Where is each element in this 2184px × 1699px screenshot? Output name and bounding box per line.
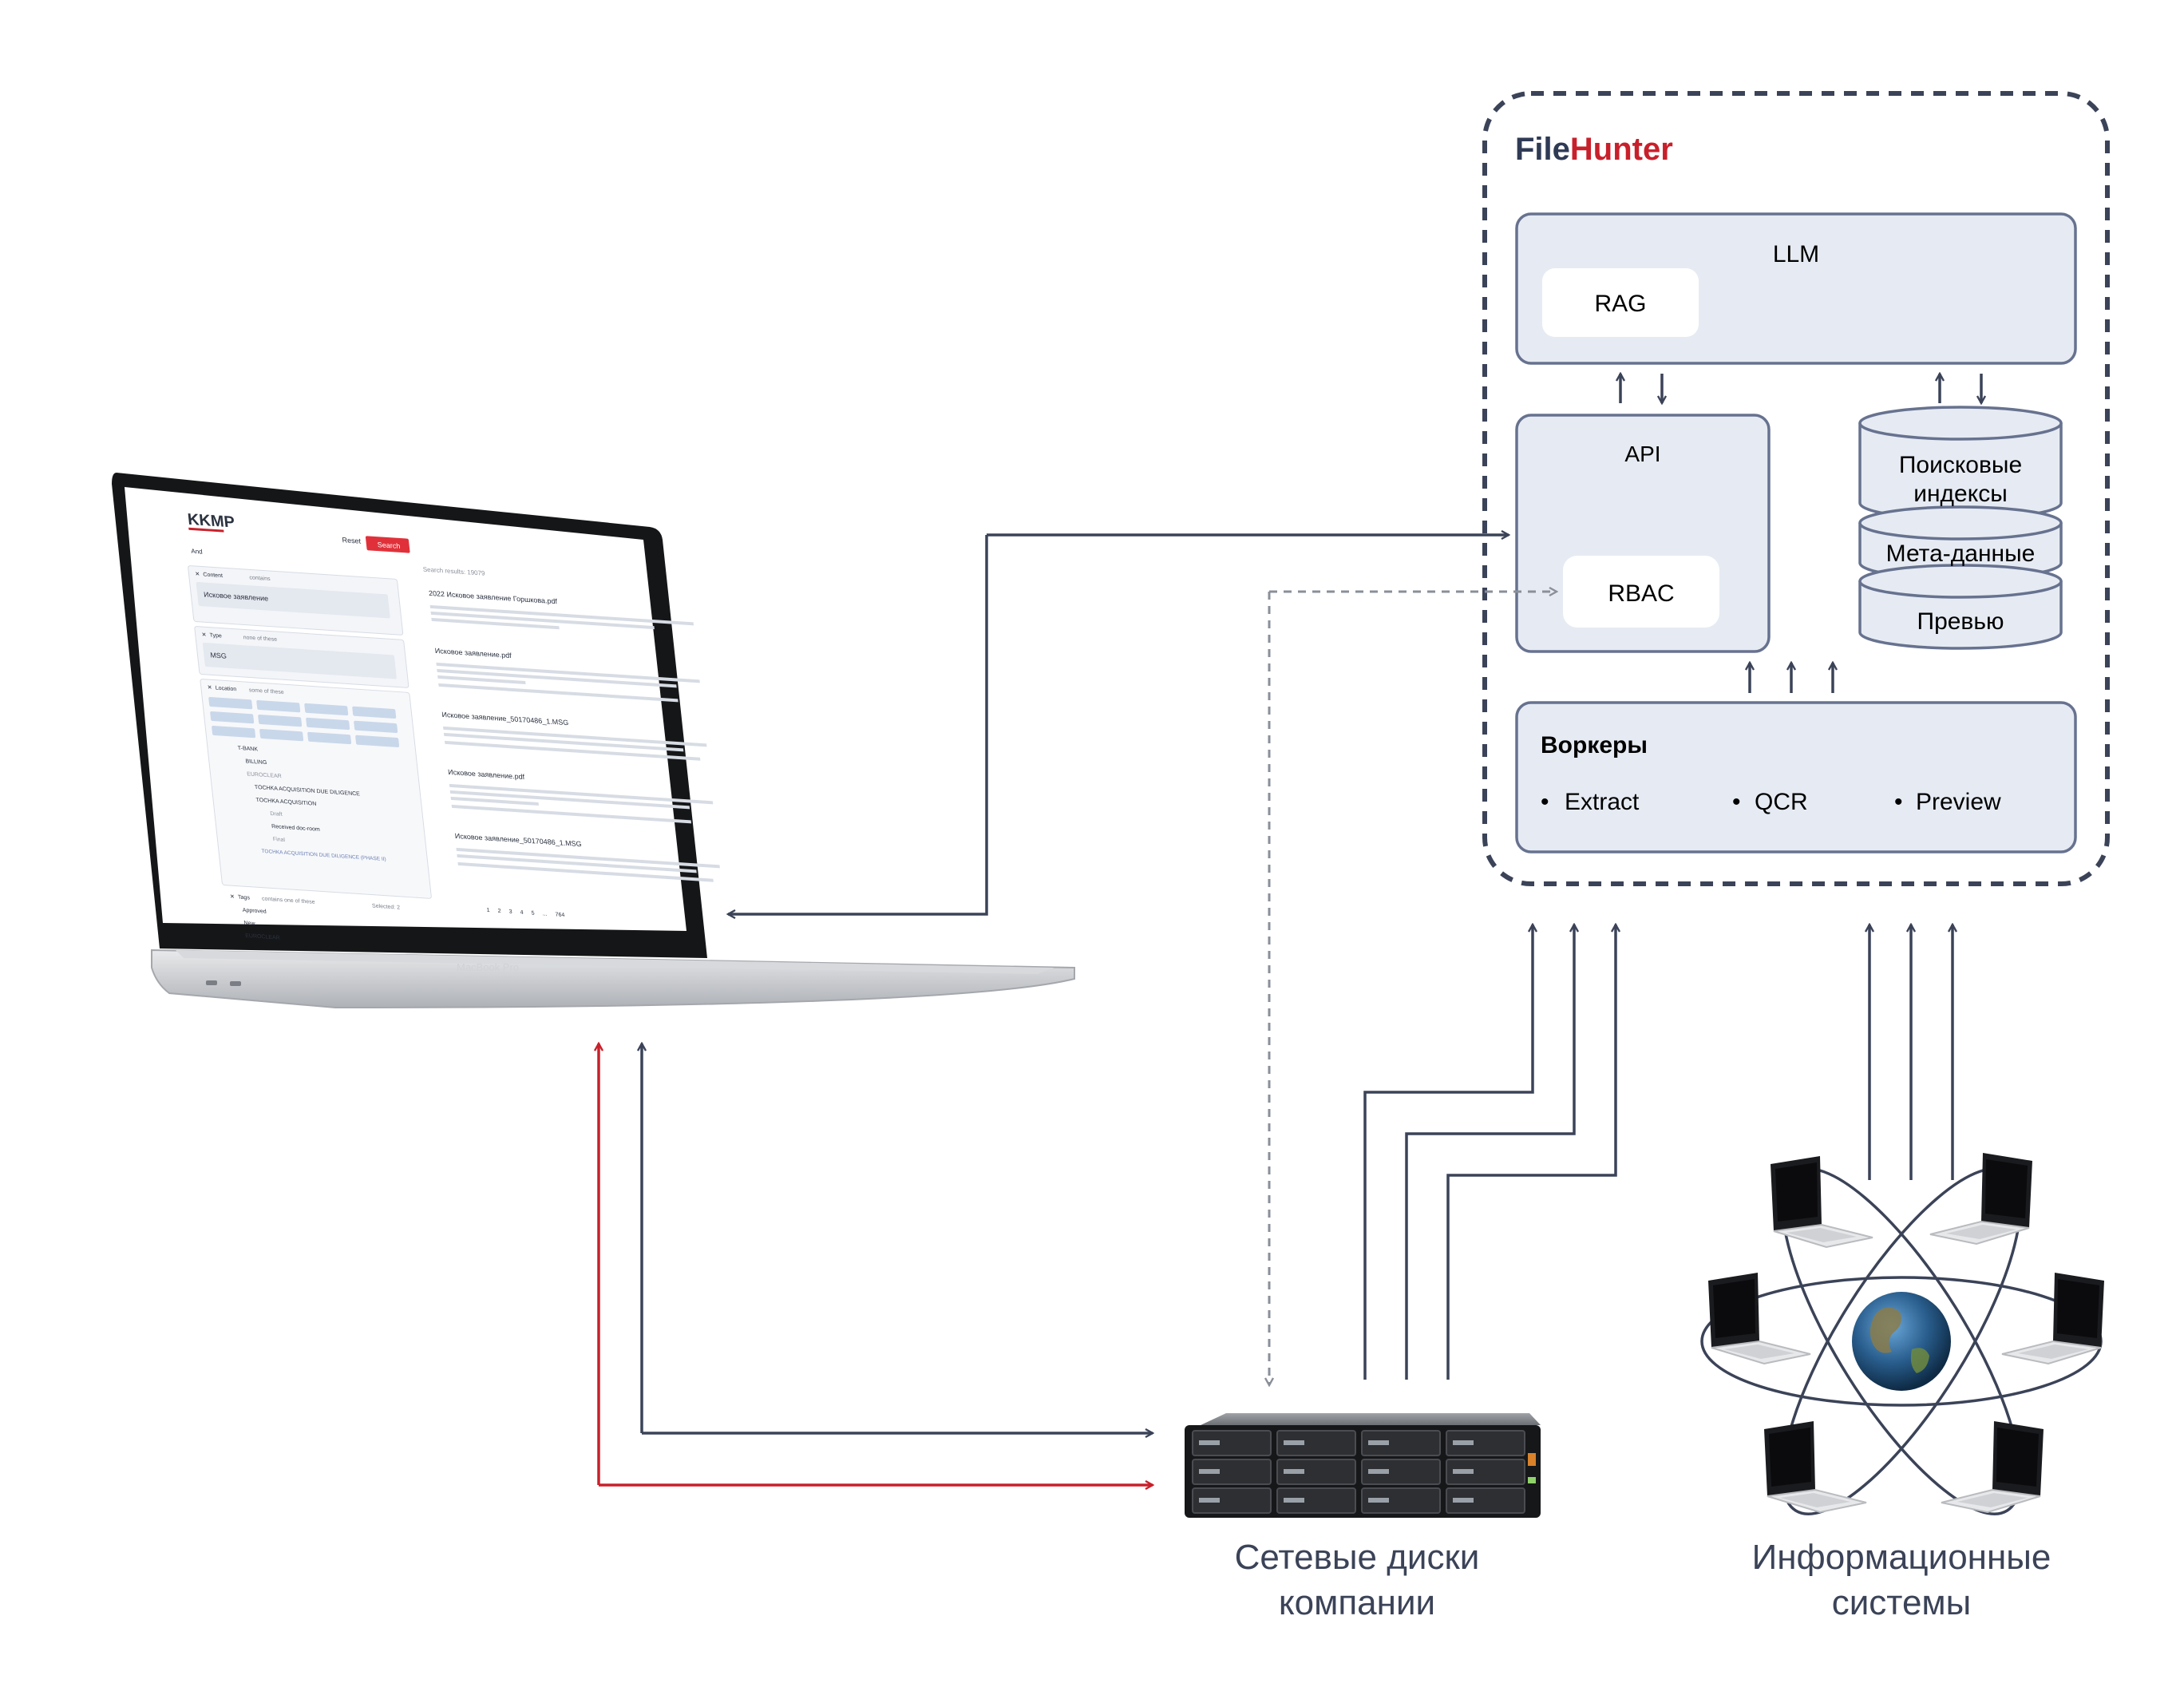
worker-qcr: QCR — [1755, 789, 1808, 815]
arrow-nas-3 — [1446, 925, 1616, 1380]
svg-text:TOCHKA ACQUISITION: TOCHKA ACQUISITION — [255, 798, 316, 807]
svg-text:Content: Content — [203, 572, 223, 580]
arrow-nas-2 — [1405, 925, 1574, 1380]
svg-text:T-BANK: T-BANK — [237, 746, 258, 753]
db-preview-label: Превью — [1917, 608, 2004, 635]
brand-title: FileHunter — [1515, 132, 1673, 167]
nas-label-line2: компании — [1279, 1583, 1435, 1622]
svg-text:764: 764 — [555, 912, 565, 918]
svg-text:contains: contains — [249, 575, 271, 582]
svg-text:MSG: MSG — [210, 651, 228, 659]
svg-text:Location: Location — [215, 686, 236, 693]
svg-text:✕: ✕ — [195, 572, 200, 577]
svg-text:Tags: Tags — [238, 895, 251, 901]
svg-text:4: 4 — [520, 910, 524, 916]
svg-text:Approved: Approved — [243, 908, 267, 915]
svg-text:✕: ✕ — [230, 894, 235, 900]
svg-text:EUROCLEAR: EUROCLEAR — [247, 771, 282, 779]
info-systems-cluster — [1700, 1152, 2105, 1515]
worker-bullet-2: • — [1732, 789, 1741, 815]
database-stack — [1858, 406, 2063, 650]
reset-button[interactable]: Reset — [342, 536, 362, 545]
svg-text:Draft: Draft — [270, 811, 283, 818]
nas-label-line1: Сетевые диски — [1235, 1538, 1480, 1577]
rag-box — [1542, 268, 1699, 337]
laptop-model: MacBook Pro — [457, 961, 519, 973]
svg-text:Search: Search — [377, 541, 401, 550]
nas-server-icon — [1185, 1413, 1541, 1518]
svg-text:3: 3 — [508, 909, 512, 915]
laptop-icon: MacBook Pro KKMP Reset Search And Search… — [112, 473, 1075, 1009]
svg-text:✕: ✕ — [201, 632, 207, 638]
search-button[interactable] — [365, 536, 410, 553]
app-logo: KKMP — [187, 511, 235, 532]
db-search-line1: Поисковые — [1899, 452, 2022, 478]
svg-text:2: 2 — [497, 909, 501, 914]
info-label-line2: системы — [1832, 1583, 1972, 1622]
worker-bullet-3: • — [1894, 789, 1903, 815]
workers-title: Воркеры — [1541, 732, 1648, 758]
worker-extract: Extract — [1565, 789, 1640, 815]
workers-box — [1515, 701, 2077, 853]
worker-preview: Preview — [1916, 789, 2001, 815]
rag-label: RAG — [1594, 291, 1646, 317]
computer-icon — [2001, 1272, 2105, 1364]
info-label-line1: Информационные — [1752, 1538, 2051, 1577]
svg-text:Selected: 2: Selected: 2 — [372, 904, 401, 911]
svg-text:Final: Final — [273, 837, 286, 843]
computer-icon — [1763, 1420, 1867, 1513]
svg-text:none of these: none of these — [243, 635, 277, 643]
db-search-line2: индексы — [1913, 481, 2008, 507]
llm-label: LLM — [1773, 241, 1819, 267]
svg-text:...: ... — [542, 911, 548, 917]
filehunter-boundary — [1482, 91, 2110, 886]
svg-text:Type: Type — [209, 633, 222, 640]
db-meta-label: Мета-данные — [1886, 541, 2036, 567]
svg-text:contains one of these: contains one of these — [262, 897, 315, 905]
arrow-nas-1 — [1363, 925, 1533, 1380]
rbac-label: RBAC — [1608, 580, 1674, 607]
svg-text:5: 5 — [531, 911, 535, 917]
svg-text:Received doc-room: Received doc-room — [271, 824, 320, 833]
svg-text:BILLING: BILLING — [245, 758, 267, 766]
computer-icon — [1929, 1152, 2033, 1245]
svg-text:EUROCLEAR: EUROCLEAR — [245, 933, 280, 941]
api-label: API — [1624, 442, 1660, 466]
rbac-box — [1563, 556, 1719, 628]
svg-text:And: And — [191, 548, 203, 556]
svg-text:some of these: some of these — [248, 687, 284, 695]
computer-icon — [1941, 1420, 2044, 1513]
svg-text:✕: ✕ — [207, 685, 212, 691]
worker-bullet-1: • — [1541, 789, 1549, 815]
globe-icon — [1852, 1292, 1951, 1391]
svg-text:New: New — [243, 921, 256, 927]
arrow-to-laptop — [728, 535, 988, 914]
svg-text:1: 1 — [486, 908, 490, 913]
